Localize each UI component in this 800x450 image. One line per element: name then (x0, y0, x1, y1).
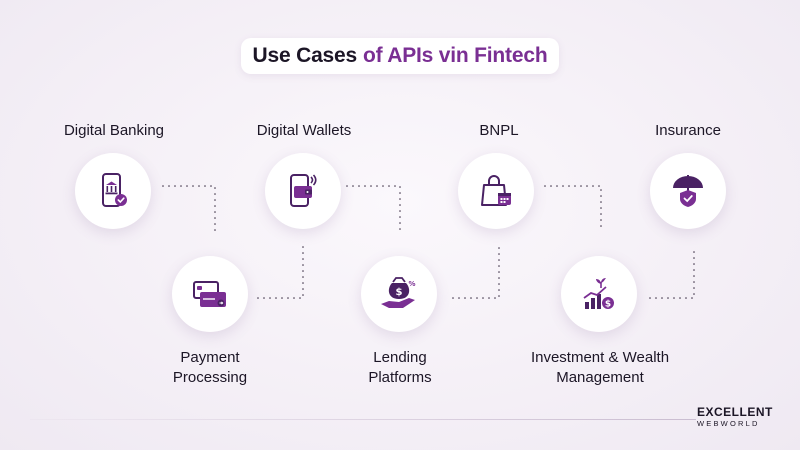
connector-4 (452, 245, 500, 299)
node-insurance (650, 153, 726, 229)
money-bag-hand-icon: $ % (381, 277, 416, 308)
node-bnpl (458, 153, 534, 229)
title-pill: Use Cases of APIs vin Fintech (241, 38, 559, 74)
growth-chart-icon: $ (583, 278, 614, 310)
brand-line2: WEBWORLD (697, 419, 760, 428)
connector-1 (162, 185, 216, 233)
label-insurance: Insurance (655, 122, 721, 139)
label-digital-banking: Digital Banking (63, 122, 165, 139)
node-digital-wallets (265, 153, 341, 229)
label-investment-wealth: Investment & Wealth Management (530, 349, 670, 386)
umbrella-shield-icon (673, 175, 703, 207)
connector-3 (346, 185, 401, 233)
node-lending-platforms: $ % (361, 256, 437, 332)
label-digital-wallets: Digital Wallets (256, 122, 352, 139)
label-lending-platforms: Lending Platforms (368, 349, 432, 386)
svg-text:$: $ (396, 287, 403, 298)
node-payment-processing (172, 256, 248, 332)
wallet-phone-icon (290, 174, 317, 207)
node-digital-banking (75, 153, 151, 229)
bank-phone-icon (102, 173, 127, 207)
label-payment-processing: Payment Processing (172, 349, 248, 386)
connector-6 (649, 245, 695, 299)
payment-card-icon (193, 281, 226, 307)
svg-text:%: % (408, 280, 415, 288)
footer-divider (30, 419, 696, 420)
title-part2: of APIs vin Fintech (363, 44, 548, 67)
node-investment-wealth: $ (561, 256, 637, 332)
brand-line1: EXCELLENT (697, 405, 773, 419)
brand-logo: EXCELLENT WEBWORLD (697, 406, 777, 429)
svg-text:$: $ (605, 300, 611, 310)
shopping-bag-calendar-icon (481, 175, 511, 206)
title-part1: Use Cases (252, 44, 358, 67)
connector-5 (544, 185, 602, 233)
connector-2 (257, 245, 304, 299)
label-bnpl: BNPL (479, 122, 519, 139)
